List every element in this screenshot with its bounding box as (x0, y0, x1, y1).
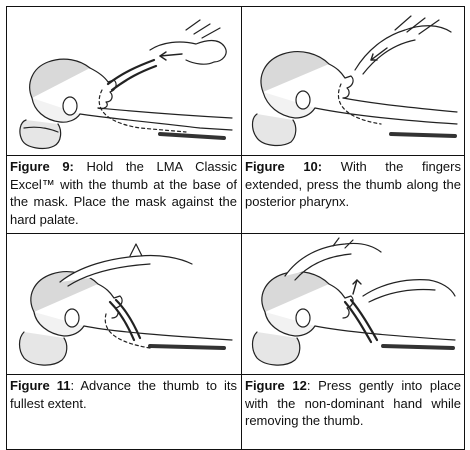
figure-11-label: Figure 11 (10, 378, 70, 393)
table-rule-lower-caption (6, 374, 465, 375)
table-rule-center (241, 6, 242, 450)
figure-12-label: Figure 12 (245, 378, 307, 393)
figure-10-illustration (245, 10, 461, 153)
table-rule-middle (6, 233, 465, 234)
figure-9-label: Figure 9: (10, 159, 74, 174)
figure-12-caption: Figure 12: Press gently into place with … (245, 377, 461, 448)
figure-12-illustration (245, 236, 461, 372)
figure-9-illustration (10, 10, 238, 153)
figure-11-illustration (10, 236, 238, 372)
figure-10-label: Figure 10: (245, 159, 322, 174)
table-rule-left (6, 6, 7, 450)
figure-11-caption: Figure 11: Advance the thumb to its full… (10, 377, 237, 448)
figure-10-caption: Figure 10: With the fingers extended, pr… (245, 158, 461, 232)
table-rule-top (6, 6, 465, 7)
figure-9-caption: Figure 9: Hold the LMA Classic Excel™ wi… (10, 158, 237, 232)
table-rule-upper-caption (6, 155, 465, 156)
table-rule-right (464, 6, 465, 450)
